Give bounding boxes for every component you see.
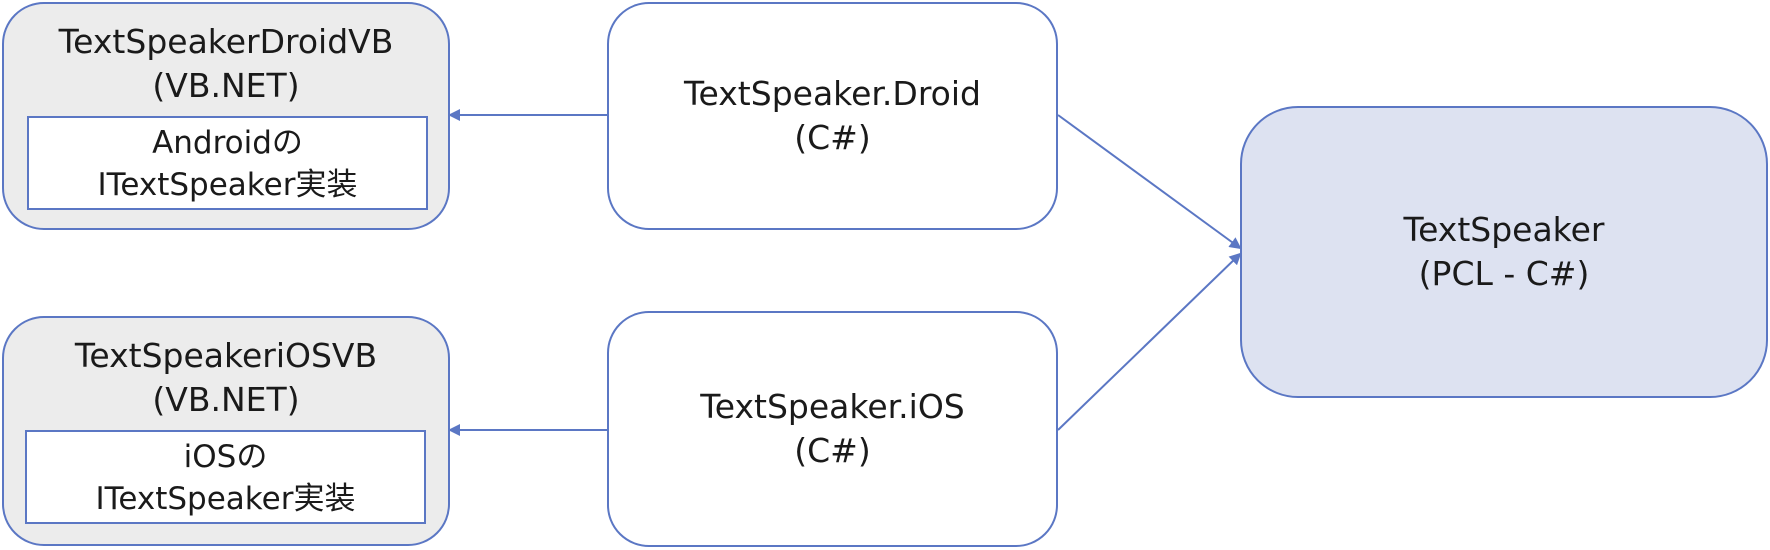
- droid-vb-impl-line1: Androidの: [152, 125, 303, 161]
- droid-cs-title: TextSpeaker.Droid: [684, 74, 981, 113]
- arrow-ios-to-pcl: [1057, 252, 1242, 431]
- pcl-box: TextSpeaker (PCL - C#): [1240, 106, 1768, 398]
- droid-cs-subtitle: (C#): [794, 118, 871, 157]
- ios-cs-title: TextSpeaker.iOS: [700, 387, 965, 426]
- droid-vb-subtitle: (VB.NET): [152, 66, 300, 105]
- pcl-title: TextSpeaker: [1403, 210, 1605, 249]
- droid-vb-box: TextSpeakerDroidVB (VB.NET) Androidの ITe…: [2, 2, 450, 230]
- pcl-subtitle: (PCL - C#): [1418, 254, 1590, 293]
- droid-vb-implementation-box: Androidの ITextSpeaker実装: [27, 116, 428, 210]
- ios-vb-implementation-box: iOSの ITextSpeaker実装: [25, 430, 426, 524]
- ios-vb-impl-line1: iOSの: [183, 439, 268, 475]
- ios-vb-title: TextSpeakeriOSVB: [74, 336, 378, 375]
- droid-vb-impl-line2: ITextSpeaker実装: [97, 167, 358, 203]
- arrow-droid-to-pcl: [1057, 114, 1242, 250]
- droid-vb-title: TextSpeakerDroidVB: [58, 22, 394, 61]
- droid-cs-box: TextSpeaker.Droid (C#): [607, 2, 1058, 230]
- ios-vb-box: TextSpeakeriOSVB (VB.NET) iOSの ITextSpea…: [2, 316, 450, 546]
- ios-cs-subtitle: (C#): [794, 431, 871, 470]
- ios-vb-subtitle: (VB.NET): [152, 380, 300, 419]
- ios-cs-box: TextSpeaker.iOS (C#): [607, 311, 1058, 547]
- ios-vb-impl-line2: ITextSpeaker実装: [95, 481, 356, 517]
